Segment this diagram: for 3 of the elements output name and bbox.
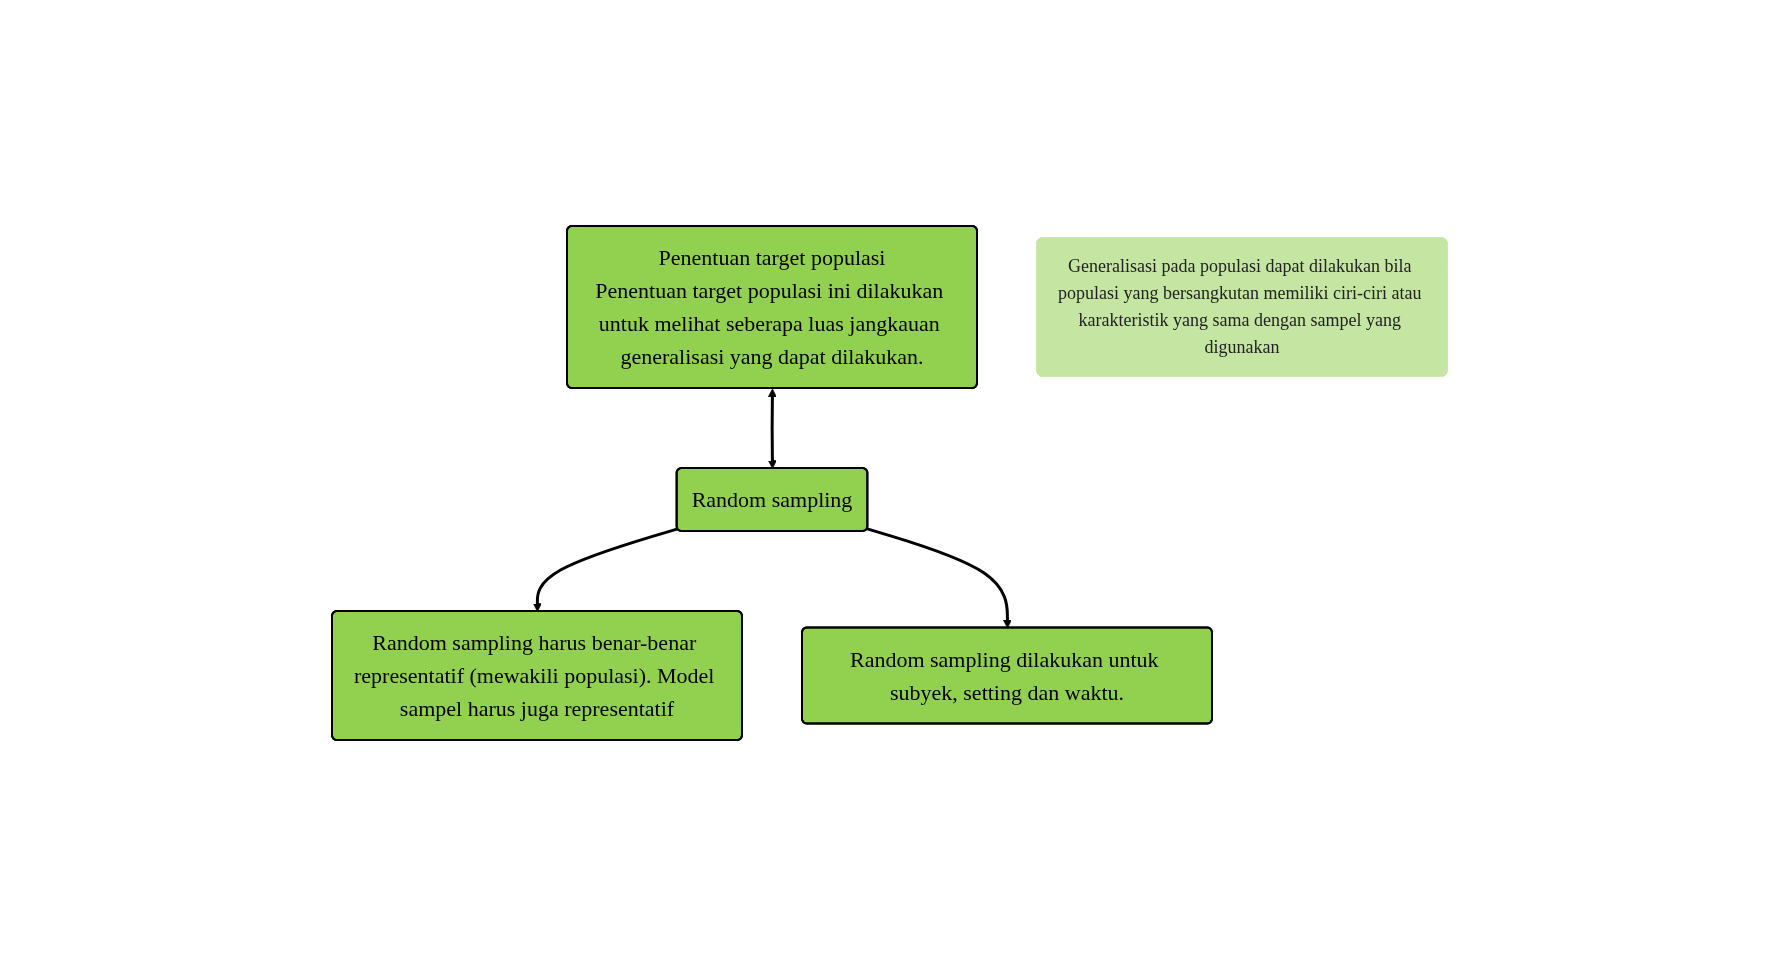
- arrow: [866, 526, 1012, 628]
- arrow: [532, 526, 678, 612]
- arrow: [767, 388, 777, 469]
